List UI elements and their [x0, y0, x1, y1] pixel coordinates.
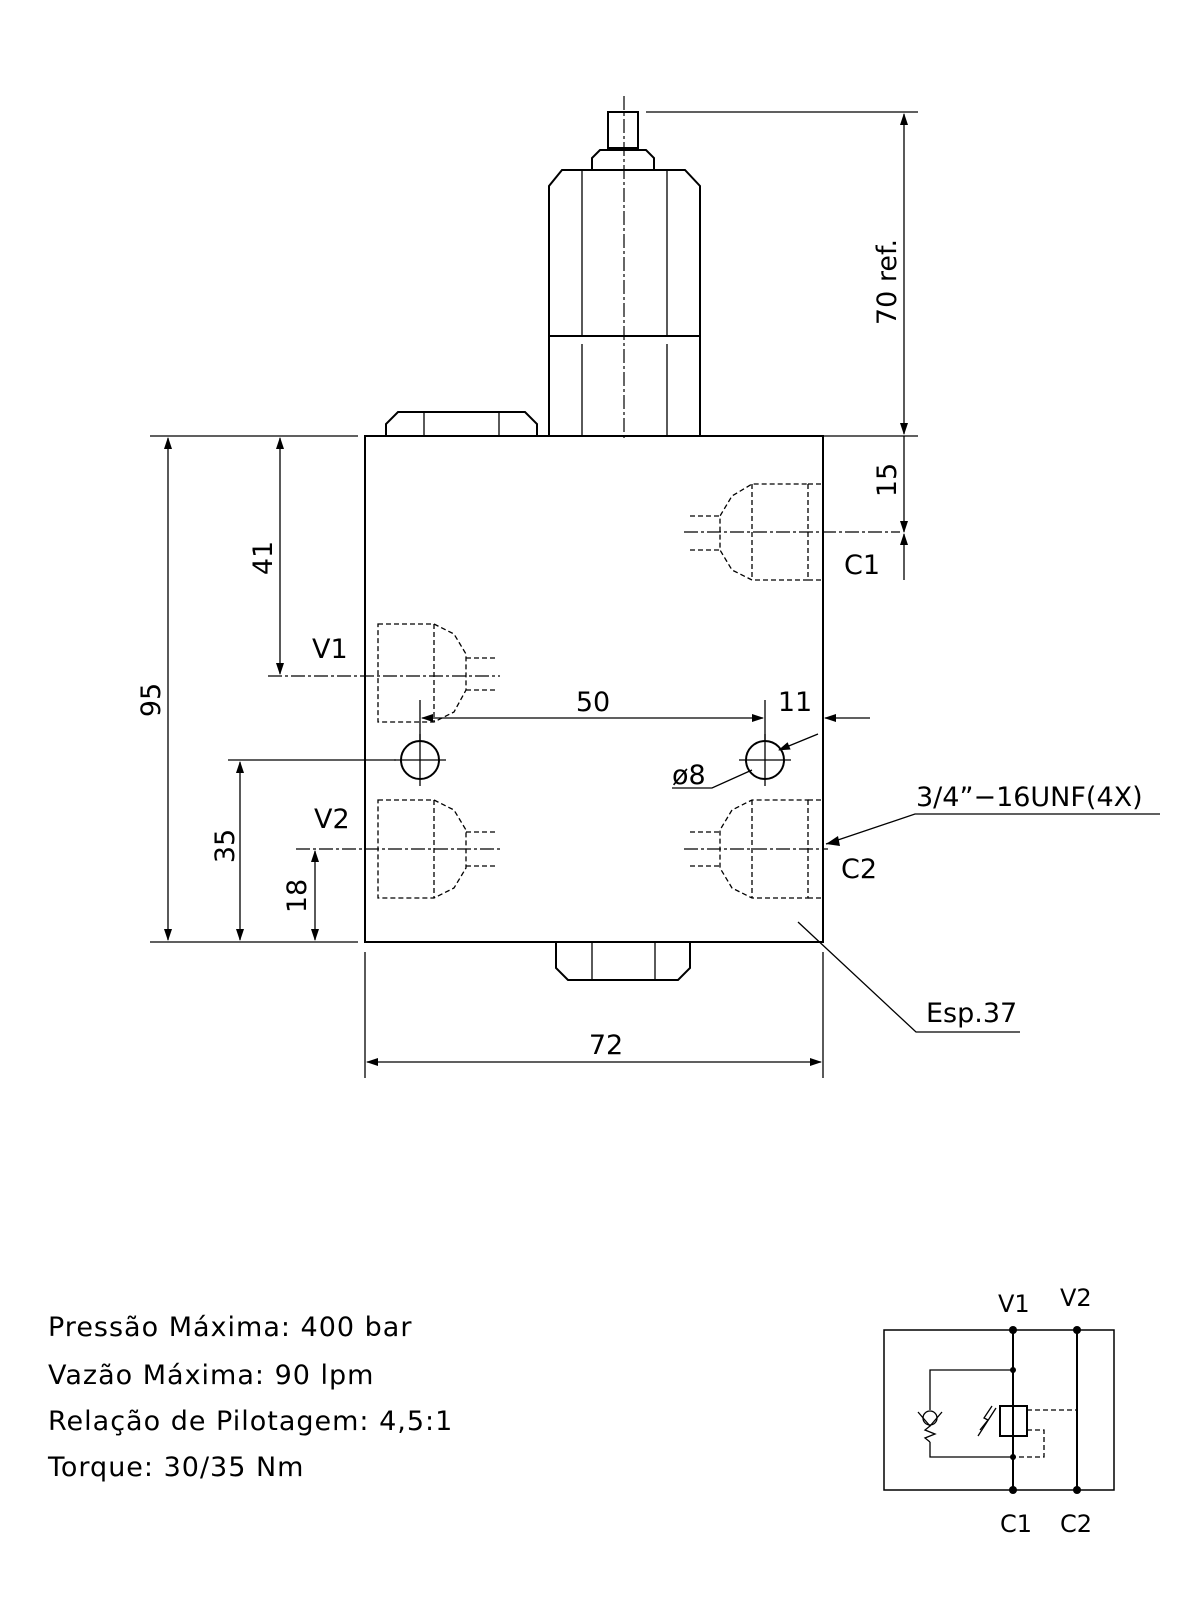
schematic-label-c1: C1	[1000, 1510, 1032, 1538]
schematic-label-v1: V1	[998, 1290, 1030, 1318]
dimension-15: 15	[872, 436, 908, 580]
dimension-35: 35	[210, 759, 396, 941]
cartridge-top	[548, 96, 701, 440]
dimension-72-label: 72	[589, 1030, 623, 1061]
dimension-hole-diameter: ø8	[672, 733, 819, 791]
dimension-18: 18	[282, 850, 319, 941]
dimension-41-label: 41	[248, 541, 279, 575]
spec-pilot-ratio: Relação de Pilotagem: 4,5:1	[48, 1406, 454, 1437]
dimension-95-label: 95	[136, 683, 167, 717]
port-v2-thread	[296, 799, 500, 899]
dimension-50: 50	[419, 687, 766, 740]
dimension-41: 41	[248, 437, 284, 675]
dimension-95: 95	[136, 435, 358, 943]
spec-max-pressure: Pressão Máxima: 400 bar	[48, 1312, 413, 1343]
thickness-callout: Esp.37	[797, 921, 1020, 1033]
dimension-70-ref: 70 ref.	[646, 111, 918, 437]
port-label-c2: C2	[841, 854, 877, 885]
thread-callout-label: 3/4”−16UNF(4X)	[916, 782, 1143, 813]
port-label-v1: V1	[312, 634, 348, 665]
plug-nut-bottom	[555, 941, 691, 981]
port-c2-thread	[684, 799, 828, 899]
spec-torque: Torque: 30/35 Nm	[48, 1452, 305, 1483]
dimension-50-label: 50	[576, 687, 610, 718]
dimension-hole-diameter-label: ø8	[672, 760, 706, 791]
mounting-hole-right	[739, 734, 791, 786]
port-label-c1: C1	[844, 550, 880, 581]
dimension-11-label: 11	[778, 687, 812, 718]
schematic-label-v2: V2	[1060, 1284, 1092, 1312]
schematic-label-c2: C2	[1060, 1510, 1092, 1538]
dimension-11: 11	[778, 687, 870, 722]
thread-callout: 3/4”−16UNF(4X)	[825, 782, 1160, 846]
port-v1-thread	[268, 623, 500, 723]
port-label-v2: V2	[314, 804, 350, 835]
dimension-15-label: 15	[872, 463, 903, 497]
mounting-hole-left	[394, 734, 446, 786]
thickness-callout-label: Esp.37	[926, 998, 1017, 1029]
port-c1-thread	[684, 483, 900, 581]
dimension-18-label: 18	[282, 879, 313, 913]
dimension-35-label: 35	[210, 829, 241, 863]
dimension-70-ref-label: 70 ref.	[872, 239, 903, 325]
spec-max-flow: Vazão Máxima: 90 lpm	[48, 1360, 375, 1391]
dimension-72: 72	[364, 952, 824, 1078]
plug-nut-top	[385, 411, 538, 437]
hydraulic-schematic: V1 V2 C1 C2	[883, 1284, 1115, 1538]
